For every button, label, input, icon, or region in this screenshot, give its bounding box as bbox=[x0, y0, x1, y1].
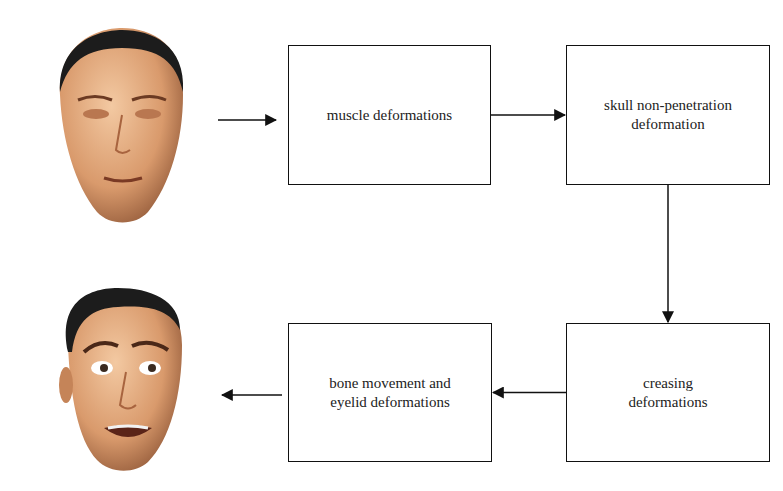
process-box: skull non-penetration deformation bbox=[566, 45, 770, 185]
expressive-face bbox=[59, 288, 182, 471]
box-label: bone movement and eyelid deformations bbox=[315, 368, 465, 418]
box-label: creasing deformations bbox=[593, 368, 743, 418]
flow-arrow bbox=[667, 185, 669, 322]
process-box: creasing deformations bbox=[566, 323, 770, 462]
box-label: skull non-penetration deformation bbox=[593, 90, 743, 140]
flow-arrow bbox=[493, 392, 566, 394]
process-box: muscle deformations bbox=[288, 45, 491, 185]
box-label: muscle deformations bbox=[317, 100, 462, 131]
input-arrow bbox=[218, 119, 276, 121]
process-box: bone movement and eyelid deformations bbox=[288, 323, 492, 462]
neutral-face bbox=[60, 28, 183, 223]
flow-arrow bbox=[491, 114, 565, 116]
output-arrow bbox=[222, 394, 282, 396]
